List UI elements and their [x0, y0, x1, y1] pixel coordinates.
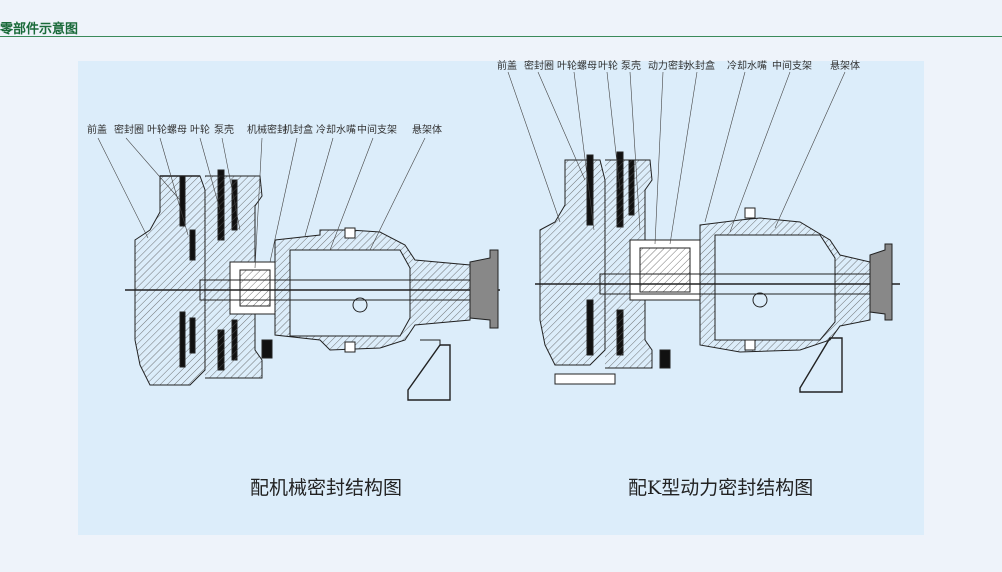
- left-label-middle-bracket: 中间支架: [357, 123, 397, 136]
- left-label-cooling-nozzle: 冷却水嘴: [316, 123, 356, 136]
- right-leader-lines: [507, 71, 846, 245]
- left-leader-lines: [97, 137, 426, 269]
- page-title: 零部件示意图: [0, 22, 79, 37]
- right-caption: 配K型动力密封结构图: [628, 477, 813, 499]
- right-label-impeller: 叶轮: [598, 59, 618, 72]
- right-label-cooling-nozzle: 冷却水嘴: [727, 59, 767, 72]
- right-label-water-seal-box: 水封盒: [685, 59, 715, 72]
- mechanical-seal-diagram: [125, 169, 500, 401]
- title-divider: [0, 36, 1002, 37]
- left-label-front-cover: 前盖: [87, 123, 107, 136]
- left-label-seal-box: 机封盒: [283, 123, 313, 136]
- right-label-dynamic-seal: 动力密封: [648, 59, 688, 72]
- left-label-impeller: 叶轮: [190, 123, 210, 136]
- left-label-mechanical-seal: 机械密封: [247, 123, 287, 136]
- left-label-impeller-nut: 叶轮螺母: [147, 123, 187, 136]
- right-label-seal-ring: 密封圈: [524, 59, 554, 72]
- right-label-pump-casing: 泵壳: [621, 59, 641, 72]
- k-type-dynamic-seal-diagram: [535, 151, 900, 393]
- right-label-front-cover: 前盖: [497, 59, 517, 72]
- right-label-middle-bracket: 中间支架: [772, 59, 812, 72]
- left-label-seal-ring: 密封圈: [114, 123, 144, 136]
- left-label-pump-casing: 泵壳: [214, 123, 234, 136]
- left-caption: 配机械密封结构图: [250, 477, 402, 499]
- left-label-bearing-frame: 悬架体: [412, 124, 442, 136]
- right-label-bearing-frame: 悬架体: [830, 60, 860, 72]
- right-label-impeller-nut: 叶轮螺母: [557, 59, 597, 72]
